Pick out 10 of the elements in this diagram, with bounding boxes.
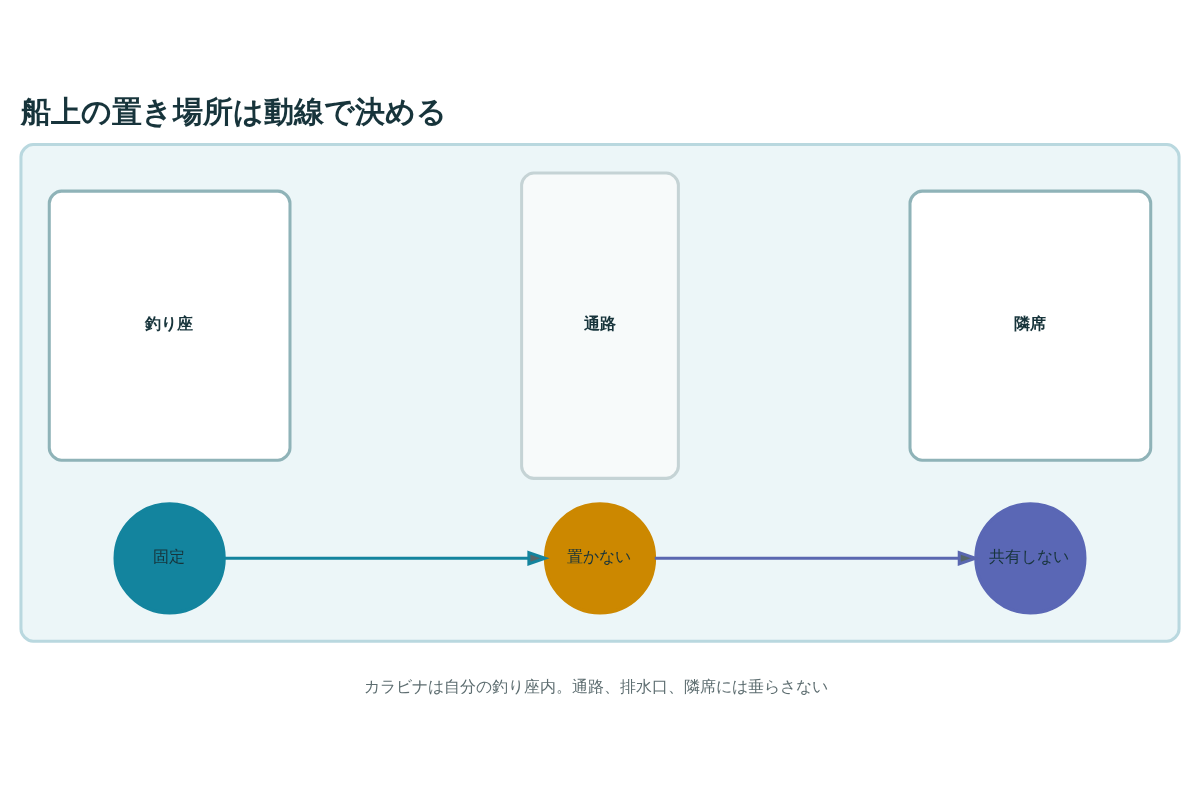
cluster	[19, 142, 1181, 643]
caption: カラビナは自分の釣り座内。通路、排水口、隣席には垂らさない	[363, 676, 828, 696]
node-circle: 固定	[113, 501, 226, 614]
node-circle: 置かない	[543, 501, 657, 614]
diagram-title: 船上の置き場所は動線で決める	[20, 93, 447, 129]
node-box: 通路	[520, 170, 680, 480]
node-circle: 共有しない	[974, 501, 1087, 614]
node-box: 釣り座	[47, 189, 292, 462]
node-box: 隣席	[908, 189, 1153, 462]
arrow	[224, 550, 550, 566]
